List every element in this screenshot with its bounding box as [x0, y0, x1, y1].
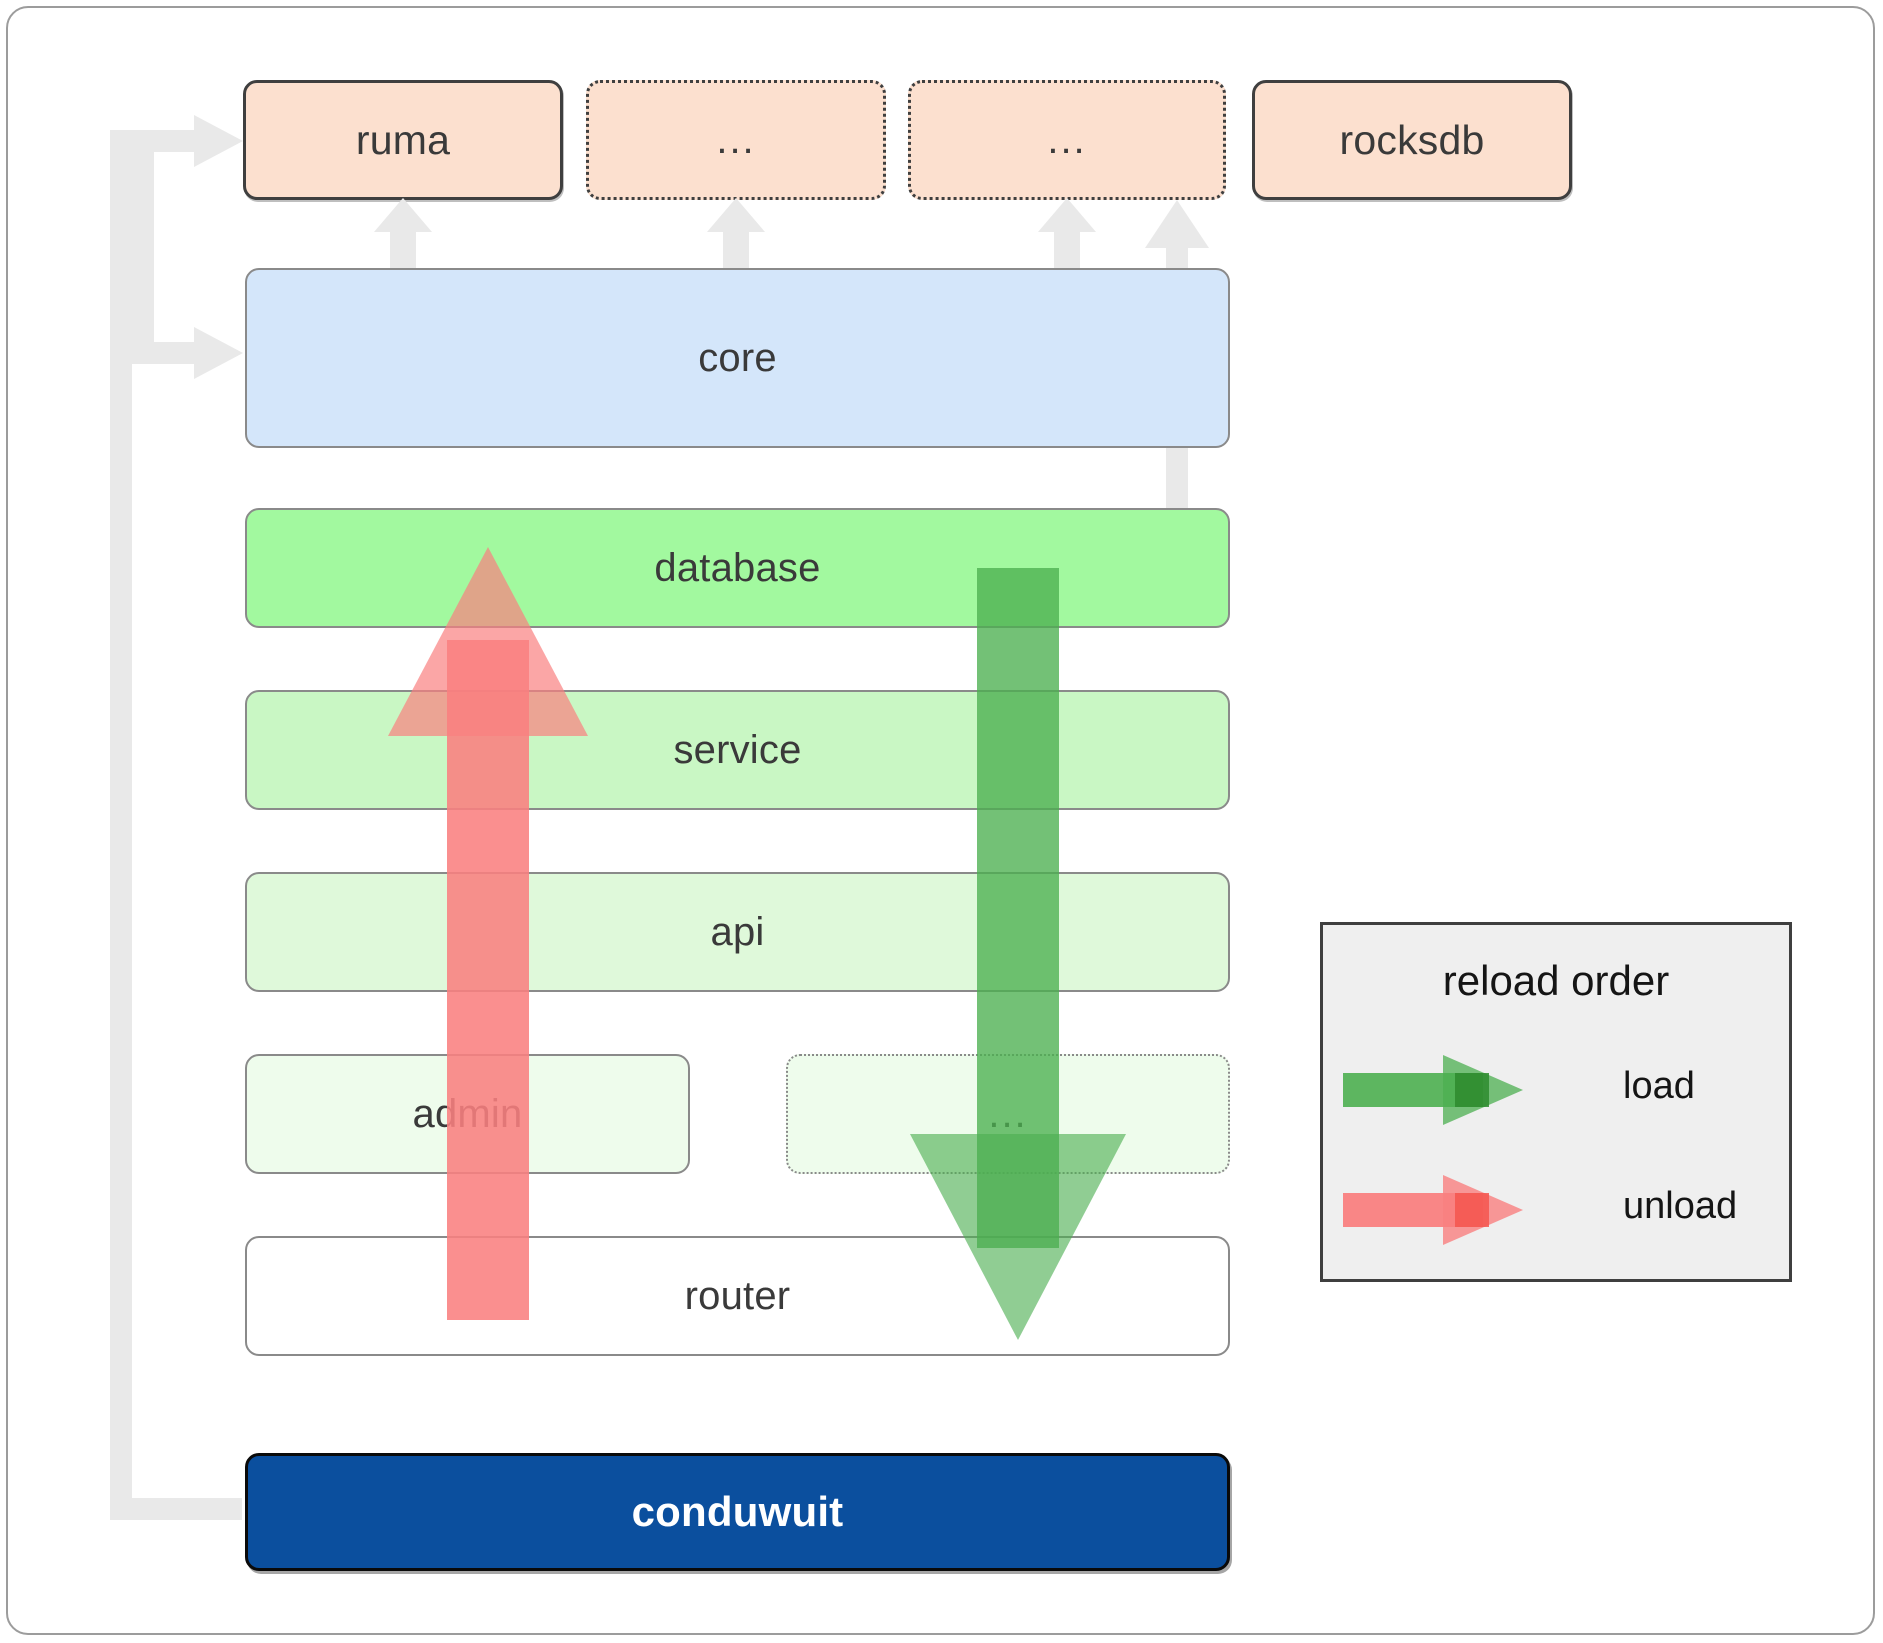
- layer-label-api: api: [710, 909, 765, 954]
- dependency-box-ruma[interactable]: ruma: [243, 80, 563, 200]
- layer-label-more: ...: [988, 1091, 1028, 1136]
- layer-box-more[interactable]: ...: [786, 1054, 1230, 1174]
- dependency-box-more-1[interactable]: ...: [586, 80, 886, 200]
- connector-left-vertical: [110, 130, 132, 1520]
- layer-label-router: router: [684, 1273, 791, 1318]
- layer-box-admin[interactable]: admin: [245, 1054, 690, 1174]
- layer-box-router[interactable]: router: [245, 1236, 1230, 1356]
- legend-label-load: load: [1623, 1065, 1695, 1107]
- layer-label-service: service: [673, 727, 802, 772]
- diagram-frame: [6, 6, 1875, 1635]
- layer-box-database[interactable]: database: [245, 508, 1230, 628]
- dependency-label-more-2: ...: [1047, 117, 1087, 162]
- connector-left-bottom-horizontal: [110, 1498, 242, 1520]
- layer-box-api[interactable]: api: [245, 872, 1230, 992]
- layer-box-service[interactable]: service: [245, 690, 1230, 810]
- legend-unload-arrow-icon: [1343, 1175, 1523, 1245]
- legend-load-arrow-icon: [1343, 1055, 1523, 1125]
- binary-label-conduwuit: conduwuit: [631, 1488, 844, 1535]
- dependency-label-more-1: ...: [716, 117, 756, 162]
- binary-box-conduwuit[interactable]: conduwuit: [245, 1453, 1230, 1571]
- legend-label-unload: unload: [1623, 1185, 1738, 1227]
- layer-label-admin: admin: [412, 1091, 523, 1136]
- layer-label-core: core: [698, 335, 777, 380]
- legend-title: reload order: [1442, 957, 1670, 1004]
- dependency-label-rocksdb: rocksdb: [1339, 116, 1485, 163]
- dependency-box-rocksdb[interactable]: rocksdb: [1252, 80, 1572, 200]
- legend-panel: reload order load unload: [1320, 922, 1792, 1282]
- dependency-box-more-2[interactable]: ...: [908, 80, 1226, 200]
- legend-row-unload: unload: [1323, 1165, 1789, 1255]
- legend-row-load: load: [1323, 1045, 1789, 1135]
- dependency-label-ruma: ruma: [355, 116, 451, 163]
- layer-box-core[interactable]: core: [245, 268, 1230, 448]
- connector-left-spine-stub: [132, 130, 154, 364]
- layer-label-database: database: [654, 545, 821, 590]
